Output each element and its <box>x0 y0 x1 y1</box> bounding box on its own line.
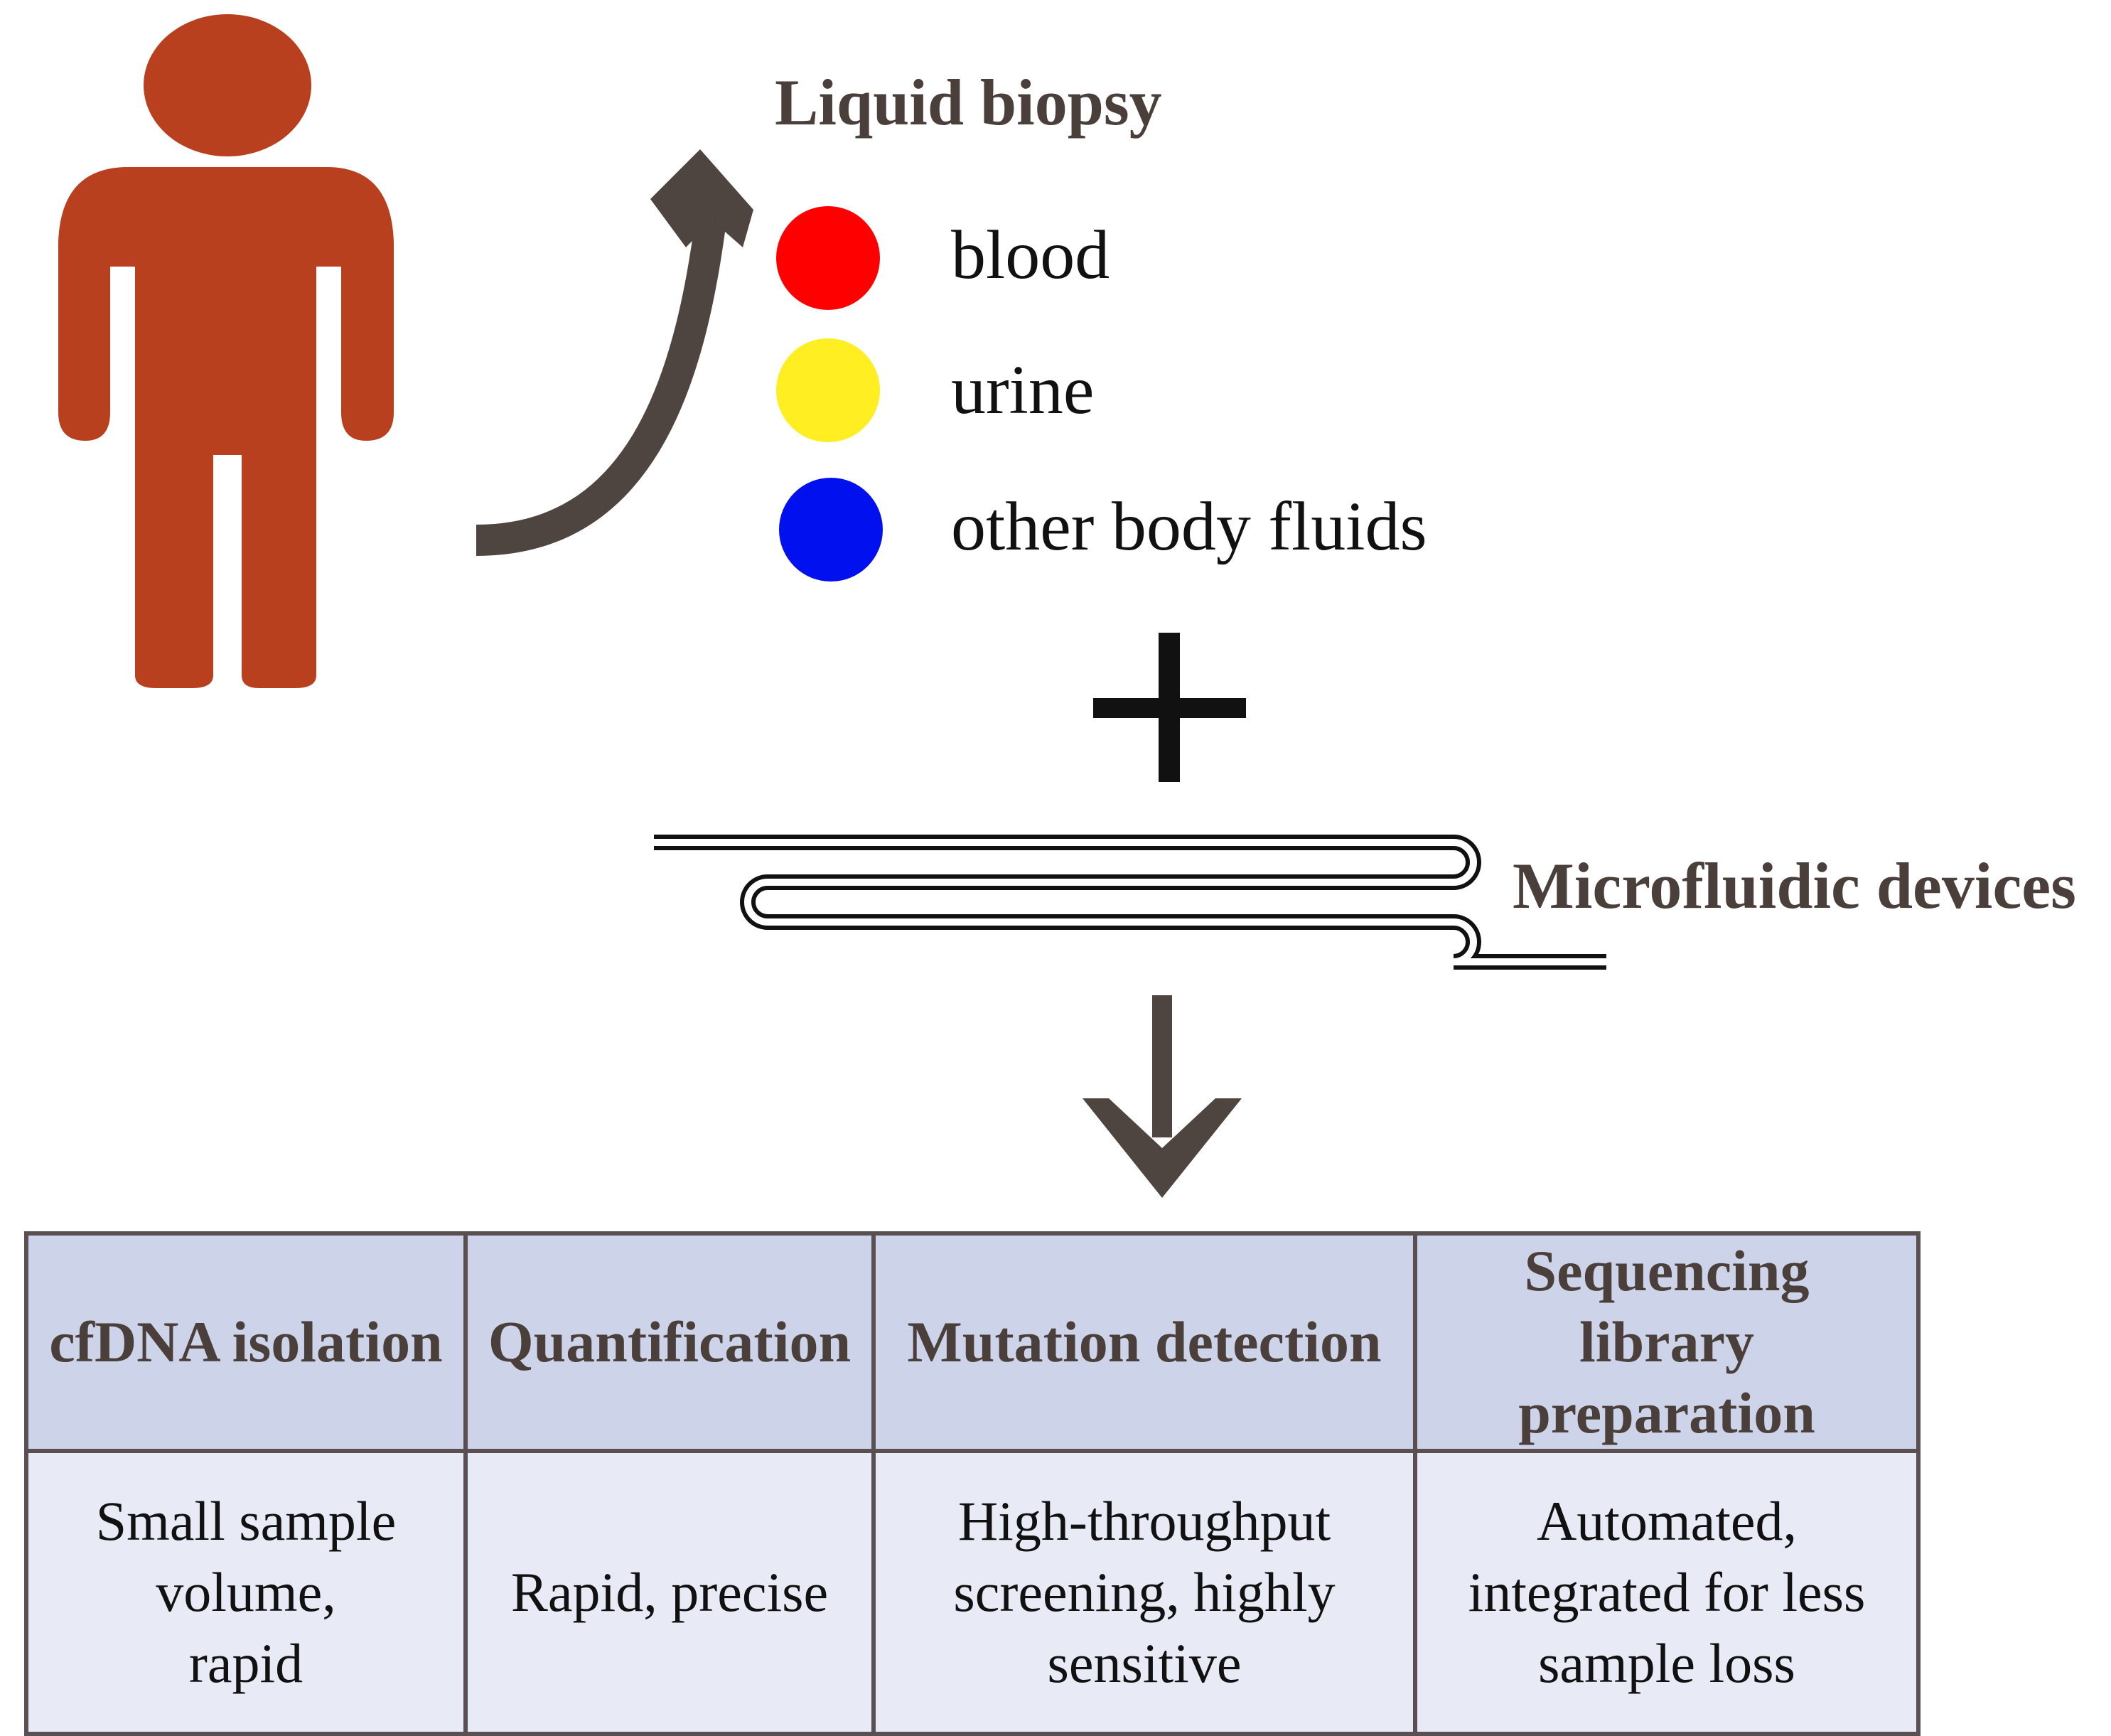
header-sequencing-library-preparation: Sequencing library preparation <box>1413 1231 1921 1454</box>
fluid-label-urine: urine <box>951 352 1095 429</box>
blood-dot <box>776 206 880 310</box>
down-arrow-icon <box>1083 995 1242 1198</box>
header-quantification: Quantification <box>463 1231 876 1454</box>
plus-icon <box>1093 633 1246 782</box>
header-mutation-detection: Mutation detection <box>871 1231 1417 1454</box>
microfluidic-channel-icon <box>654 835 1606 970</box>
table-row: Small sample volume, rapid Rapid, precis… <box>24 1449 1921 1736</box>
liquid-biopsy-title: Liquid biopsy <box>775 66 1162 139</box>
cell-sequencing-library-preparation: Automated, integrated for less sample lo… <box>1413 1449 1921 1736</box>
table-header-row: cfDNA isolation Quantification Mutation … <box>24 1231 1921 1454</box>
fluid-label-blood: blood <box>951 217 1110 294</box>
person-icon <box>58 14 394 688</box>
cell-mutation-detection: High-throughput screening, highly sensit… <box>871 1449 1417 1736</box>
fluid-label-other: other body fluids <box>951 488 1427 565</box>
other-fluids-dot <box>779 478 883 582</box>
header-cfdna-isolation: cfDNA isolation <box>24 1231 468 1454</box>
microfluidic-devices-label: Microfluidic devices <box>1513 850 2076 922</box>
applications-table: cfDNA isolation Quantification Mutation … <box>24 1231 1921 1736</box>
urine-dot <box>776 338 880 442</box>
cell-cfdna-isolation: Small sample volume, rapid <box>24 1449 468 1736</box>
curved-arrow-icon <box>476 149 753 556</box>
cell-quantification: Rapid, precise <box>463 1449 876 1736</box>
